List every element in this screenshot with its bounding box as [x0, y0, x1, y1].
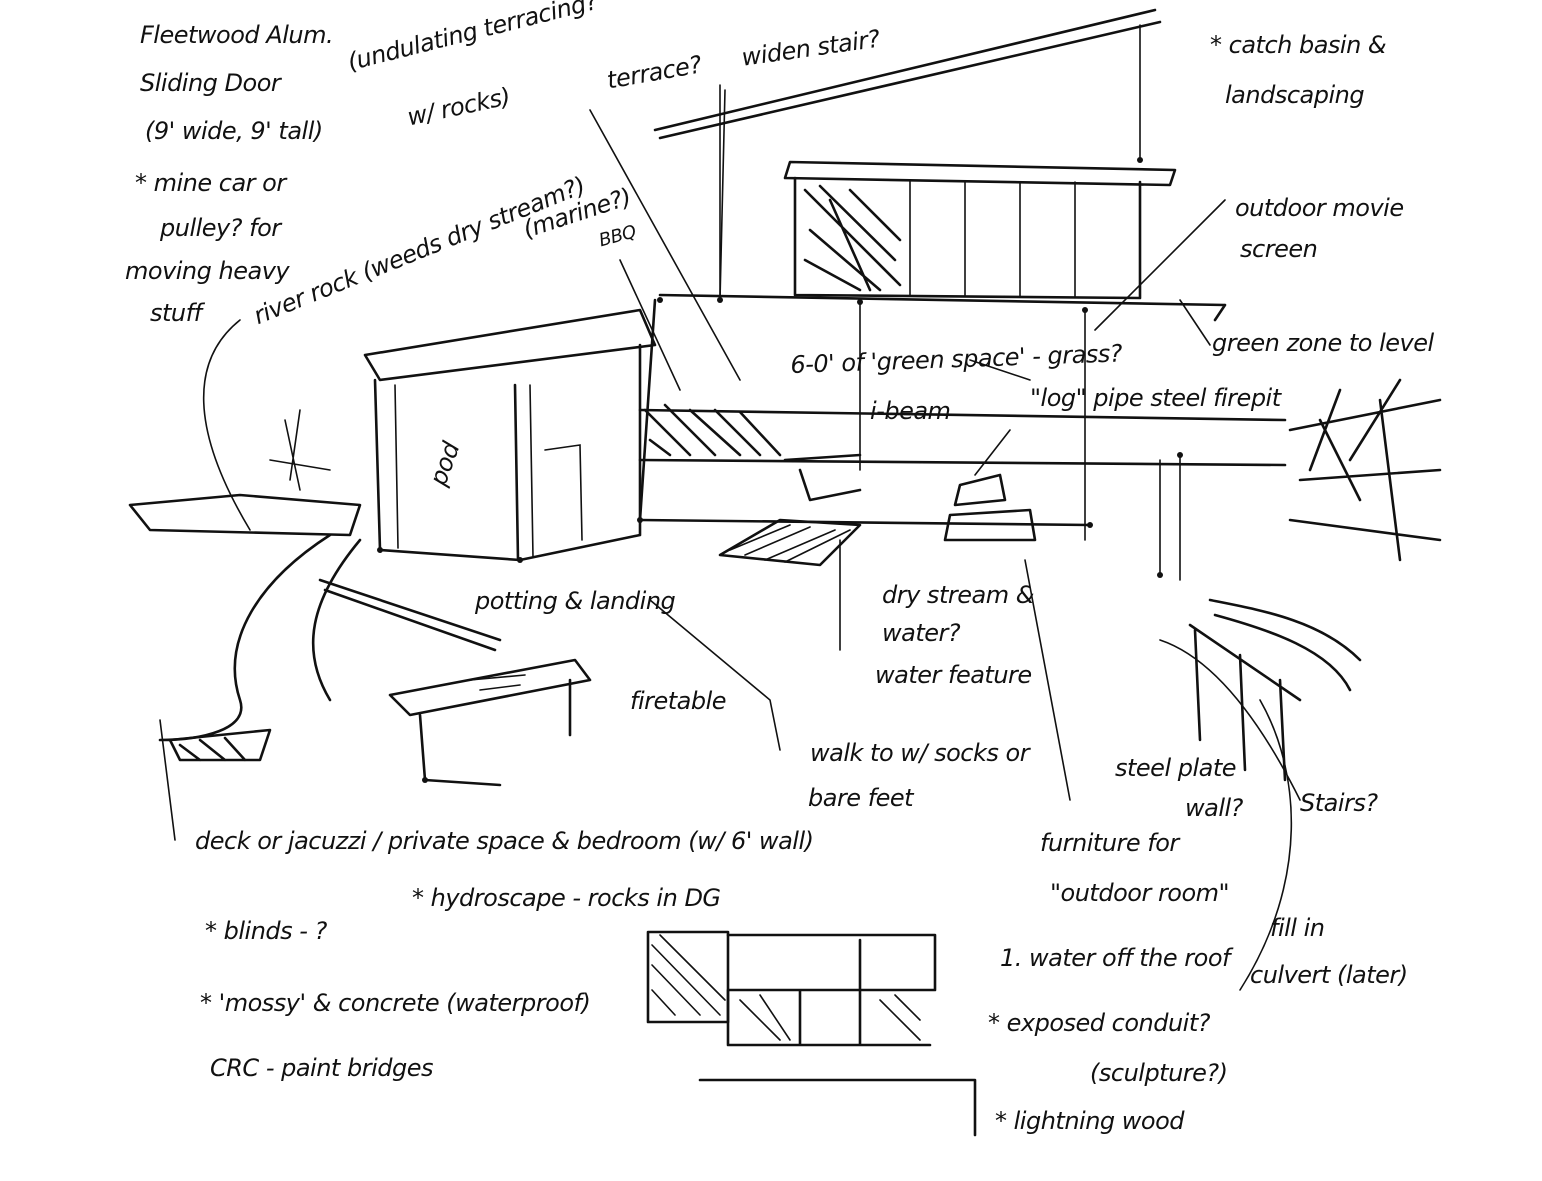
note-catch-basin: * catch basin &	[1210, 31, 1387, 59]
note-bare-feet: bare feet	[808, 784, 914, 812]
note-furniture: furniture for	[1040, 829, 1179, 857]
pod-wall-lines	[394, 384, 583, 558]
note-log-firepit: "log" pipe steel firepit	[1030, 384, 1281, 412]
water-feature-hatch	[729, 524, 851, 563]
note-fleetwood: Fleetwood Alum.	[140, 21, 334, 49]
leader-lines	[159, 89, 1301, 991]
note-stuff: stuff	[150, 299, 202, 327]
note-blinds: * blinds - ?	[205, 917, 327, 945]
i-beam-steps	[783, 453, 862, 502]
steel-plate-wall	[1188, 623, 1302, 782]
note-sliding-door: Sliding Door	[140, 69, 281, 97]
terrace-hatch	[643, 403, 782, 457]
left-deck-plant	[269, 409, 331, 491]
note-culvert: culvert (later)	[1250, 961, 1408, 989]
note-mossy: * 'mossy' & concrete (waterproof)	[200, 989, 591, 1017]
firetable-flame	[469, 674, 526, 691]
left-deck	[128, 493, 362, 537]
note-i-beam: i-beam	[870, 397, 951, 425]
note-steel-plate: steel plate	[1115, 754, 1237, 782]
long-roof-line	[653, 8, 1162, 140]
terrace-verticals	[859, 299, 1181, 581]
note-sculpture: (sculpture?)	[1090, 1059, 1228, 1087]
bridge-plank	[318, 578, 502, 652]
note-green-zone: green zone to level	[1212, 329, 1434, 357]
note-pulley: pulley? for	[160, 214, 281, 242]
note-firetable: firetable	[630, 687, 727, 715]
vertex-dots	[377, 157, 1183, 783]
pod-roof	[363, 308, 657, 382]
plan-box-hatch	[651, 934, 726, 1016]
upper-house-roof	[783, 160, 1177, 187]
stairs-curve	[1208, 598, 1362, 692]
pod-walls	[373, 343, 642, 562]
note-deck: deck or jacuzzi / private space & bedroo…	[195, 827, 814, 855]
note-outdoor-movie: outdoor movie	[1235, 194, 1404, 222]
roof-posts	[719, 24, 1141, 296]
flowing-path	[158, 533, 362, 742]
note-stairs: Stairs?	[1300, 789, 1378, 817]
note-water-off-roof: 1. water off the roof	[1000, 944, 1230, 972]
note-dry-stream: dry stream &	[882, 581, 1034, 609]
note-door-size: (9' wide, 9' tall)	[145, 117, 323, 145]
plan-conduit	[698, 1078, 977, 1137]
note-hydroscape: * hydroscape - rocks in DG	[412, 884, 721, 912]
log-firepit	[943, 473, 1037, 542]
note-crc: CRC - paint bridges	[210, 1054, 433, 1082]
upper-house-glass-hatch	[803, 184, 902, 292]
plan-box-hatched	[646, 930, 730, 1024]
upper-house-walls	[793, 176, 1142, 300]
note-water: water?	[882, 619, 961, 647]
note-lightning-wood: * lightning wood	[995, 1107, 1185, 1135]
note-fill-in: fill in	[1270, 914, 1325, 942]
deck-hatch	[168, 728, 272, 762]
note-water-feature: water feature	[875, 661, 1032, 689]
note-screen: screen	[1240, 235, 1318, 263]
note-wall: wall?	[1185, 794, 1243, 822]
note-exposed-conduit: * exposed conduit?	[988, 1009, 1211, 1037]
right-plants	[1288, 378, 1442, 562]
note-moving-heavy: moving heavy	[125, 257, 290, 285]
terrace-edge	[638, 408, 1287, 527]
plan-plants	[739, 994, 921, 1041]
water-feature-pool	[718, 518, 862, 567]
note-mine-car: * mine car or	[135, 169, 286, 197]
note-outdoor-room: "outdoor room"	[1050, 879, 1230, 907]
note-walk-to: walk to w/ socks or	[810, 739, 1030, 767]
note-landscaping: landscaping	[1225, 81, 1365, 109]
upper-house-door-panels	[909, 179, 1076, 298]
plan-grid	[726, 933, 937, 1047]
note-potting-landing: potting & landing	[475, 587, 676, 615]
